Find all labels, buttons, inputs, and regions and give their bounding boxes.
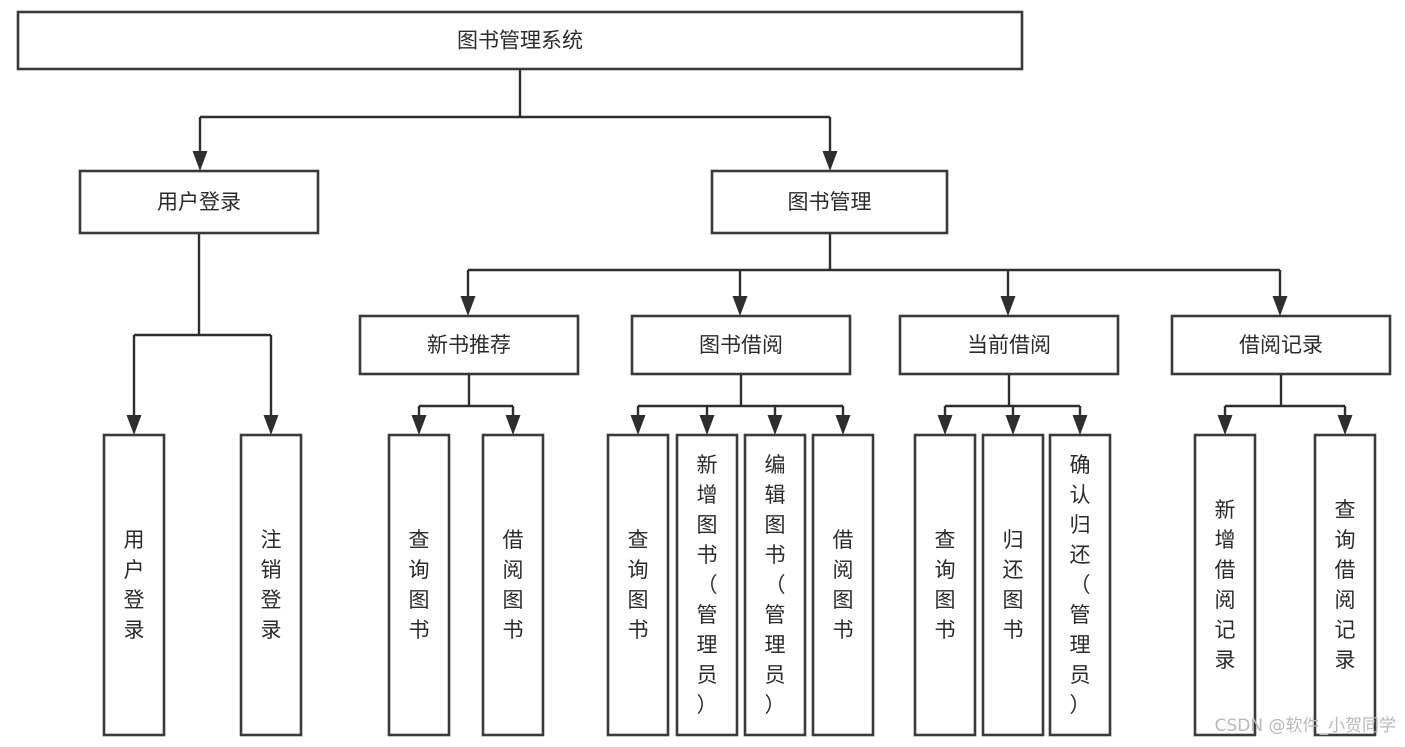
node-box-leaf-return-books[interactable]: [981, 433, 1045, 737]
node-label-new-book-recommend: 新书推荐: [427, 333, 511, 357]
node-label-current-borrow: 当前借阅: [967, 333, 1051, 357]
node-label-leaf-borrow-books: 借阅图书: [833, 528, 854, 642]
node-label-leaf-query-borrow-record: 查询借阅记录: [1335, 498, 1356, 672]
node-box-leaf-logout[interactable]: [239, 433, 303, 737]
node-leaf-borrow-books-new[interactable]: 借阅图书: [481, 433, 545, 737]
arrow-head-icon: [699, 415, 715, 435]
connector-group-bus-borrow-record: [1217, 374, 1353, 435]
arrow-head-icon: [1000, 296, 1016, 316]
node-label-leaf-add-borrow-record: 新增借阅记录: [1215, 498, 1236, 672]
arrow-head-icon: [411, 415, 427, 435]
arrow-head-icon: [630, 415, 646, 435]
node-label-leaf-user-login: 用户登录: [124, 528, 145, 642]
node-label-leaf-borrow-books-new: 借阅图书: [503, 528, 524, 642]
arrow-head-icon: [732, 296, 748, 316]
node-label-leaf-query-books-borrow: 查询图书: [628, 528, 649, 642]
node-box-leaf-add-borrow-record[interactable]: [1193, 433, 1257, 737]
node-box-book-management[interactable]: [710, 169, 949, 235]
node-label-root: 图书管理系统: [457, 29, 583, 53]
node-leaf-query-books-borrow[interactable]: 查询图书: [606, 433, 670, 737]
node-label-borrow-record: 借阅记录: [1239, 333, 1323, 357]
node-borrow-record[interactable]: 借阅记录: [1170, 314, 1392, 376]
node-leaf-user-login[interactable]: 用户登录: [102, 433, 166, 737]
connectors-layer: [126, 69, 1353, 435]
node-label-leaf-logout: 注销登录: [261, 528, 282, 642]
arrow-head-icon: [1217, 415, 1233, 435]
node-box-new-book-recommend[interactable]: [358, 314, 580, 376]
node-box-user-login[interactable]: [78, 169, 320, 235]
arrow-head-icon: [1072, 415, 1088, 435]
node-leaf-add-book-admin[interactable]: 新增图书（管理员）: [675, 433, 739, 737]
node-label-book-management: 图书管理: [788, 190, 872, 214]
node-box-leaf-user-login[interactable]: [102, 433, 166, 737]
connector-group-bus-current-borrow: [937, 374, 1088, 435]
node-leaf-borrow-books[interactable]: 借阅图书: [811, 433, 875, 737]
node-user-login[interactable]: 用户登录: [78, 169, 320, 235]
node-leaf-return-books[interactable]: 归还图书: [981, 433, 1045, 737]
node-book-management[interactable]: 图书管理: [710, 169, 949, 235]
node-box-leaf-query-books-new[interactable]: [387, 433, 451, 737]
arrow-head-icon: [1005, 415, 1021, 435]
node-box-leaf-add-book-admin[interactable]: [675, 433, 739, 737]
node-label-leaf-add-book-admin: 新增图书（管理员）: [697, 453, 718, 717]
node-box-root[interactable]: [16, 10, 1024, 71]
node-label-leaf-edit-book-admin: 编辑图书（管理员）: [765, 453, 786, 717]
node-box-leaf-edit-book-admin[interactable]: [743, 433, 807, 737]
node-leaf-add-borrow-record[interactable]: 新增借阅记录: [1193, 433, 1257, 737]
node-box-book-borrow[interactable]: [630, 314, 852, 376]
node-box-leaf-query-borrow-record[interactable]: [1313, 433, 1377, 737]
arrow-head-icon: [460, 296, 476, 316]
arrow-head-icon: [767, 415, 783, 435]
node-leaf-confirm-return-admin[interactable]: 确认归还（管理员）: [1048, 433, 1112, 737]
node-new-book-recommend[interactable]: 新书推荐: [358, 314, 580, 376]
node-label-leaf-query-books-new: 查询图书: [409, 528, 430, 642]
node-leaf-query-books-current[interactable]: 查询图书: [913, 433, 977, 737]
node-box-borrow-record[interactable]: [1170, 314, 1392, 376]
node-box-leaf-borrow-books-new[interactable]: [481, 433, 545, 737]
arrow-head-icon: [192, 151, 208, 171]
node-label-leaf-query-books-current: 查询图书: [935, 528, 956, 642]
connector-group-bus-root: [192, 69, 838, 171]
arrow-head-icon: [1337, 415, 1353, 435]
node-leaf-query-borrow-record[interactable]: 查询借阅记录: [1313, 433, 1377, 737]
arrow-head-icon: [937, 415, 953, 435]
connector-group-bus-book-management: [460, 233, 1288, 316]
csdn-watermark: CSDN @软件_小贺同学: [1215, 716, 1396, 736]
connector-group-bus-user-login: [126, 233, 279, 435]
node-box-leaf-confirm-return-admin[interactable]: [1048, 433, 1112, 737]
arrow-head-icon: [1272, 296, 1288, 316]
node-label-book-borrow: 图书借阅: [699, 333, 783, 357]
node-current-borrow[interactable]: 当前借阅: [898, 314, 1120, 376]
node-box-leaf-query-books-current[interactable]: [913, 433, 977, 737]
arrow-head-icon: [126, 415, 142, 435]
node-box-current-borrow[interactable]: [898, 314, 1120, 376]
node-leaf-edit-book-admin[interactable]: 编辑图书（管理员）: [743, 433, 807, 737]
node-box-leaf-borrow-books[interactable]: [811, 433, 875, 737]
node-box-leaf-query-books-borrow[interactable]: [606, 433, 670, 737]
node-label-leaf-return-books: 归还图书: [1003, 528, 1024, 642]
arrow-head-icon: [505, 415, 521, 435]
connector-group-bus-book-borrow: [630, 374, 851, 435]
arrow-head-icon: [263, 415, 279, 435]
node-book-borrow[interactable]: 图书借阅: [630, 314, 852, 376]
node-leaf-query-books-new[interactable]: 查询图书: [387, 433, 451, 737]
nodes-layer: 图书管理系统用户登录图书管理新书推荐图书借阅当前借阅借阅记录用户登录注销登录查询…: [16, 10, 1392, 737]
arrow-head-icon: [835, 415, 851, 435]
node-label-leaf-confirm-return-admin: 确认归还（管理员）: [1070, 453, 1091, 717]
node-label-user-login: 用户登录: [157, 190, 241, 214]
node-root[interactable]: 图书管理系统: [16, 10, 1024, 71]
connector-group-bus-new-book-recommend: [411, 374, 521, 435]
arrow-head-icon: [822, 151, 838, 171]
node-leaf-logout[interactable]: 注销登录: [239, 433, 303, 737]
